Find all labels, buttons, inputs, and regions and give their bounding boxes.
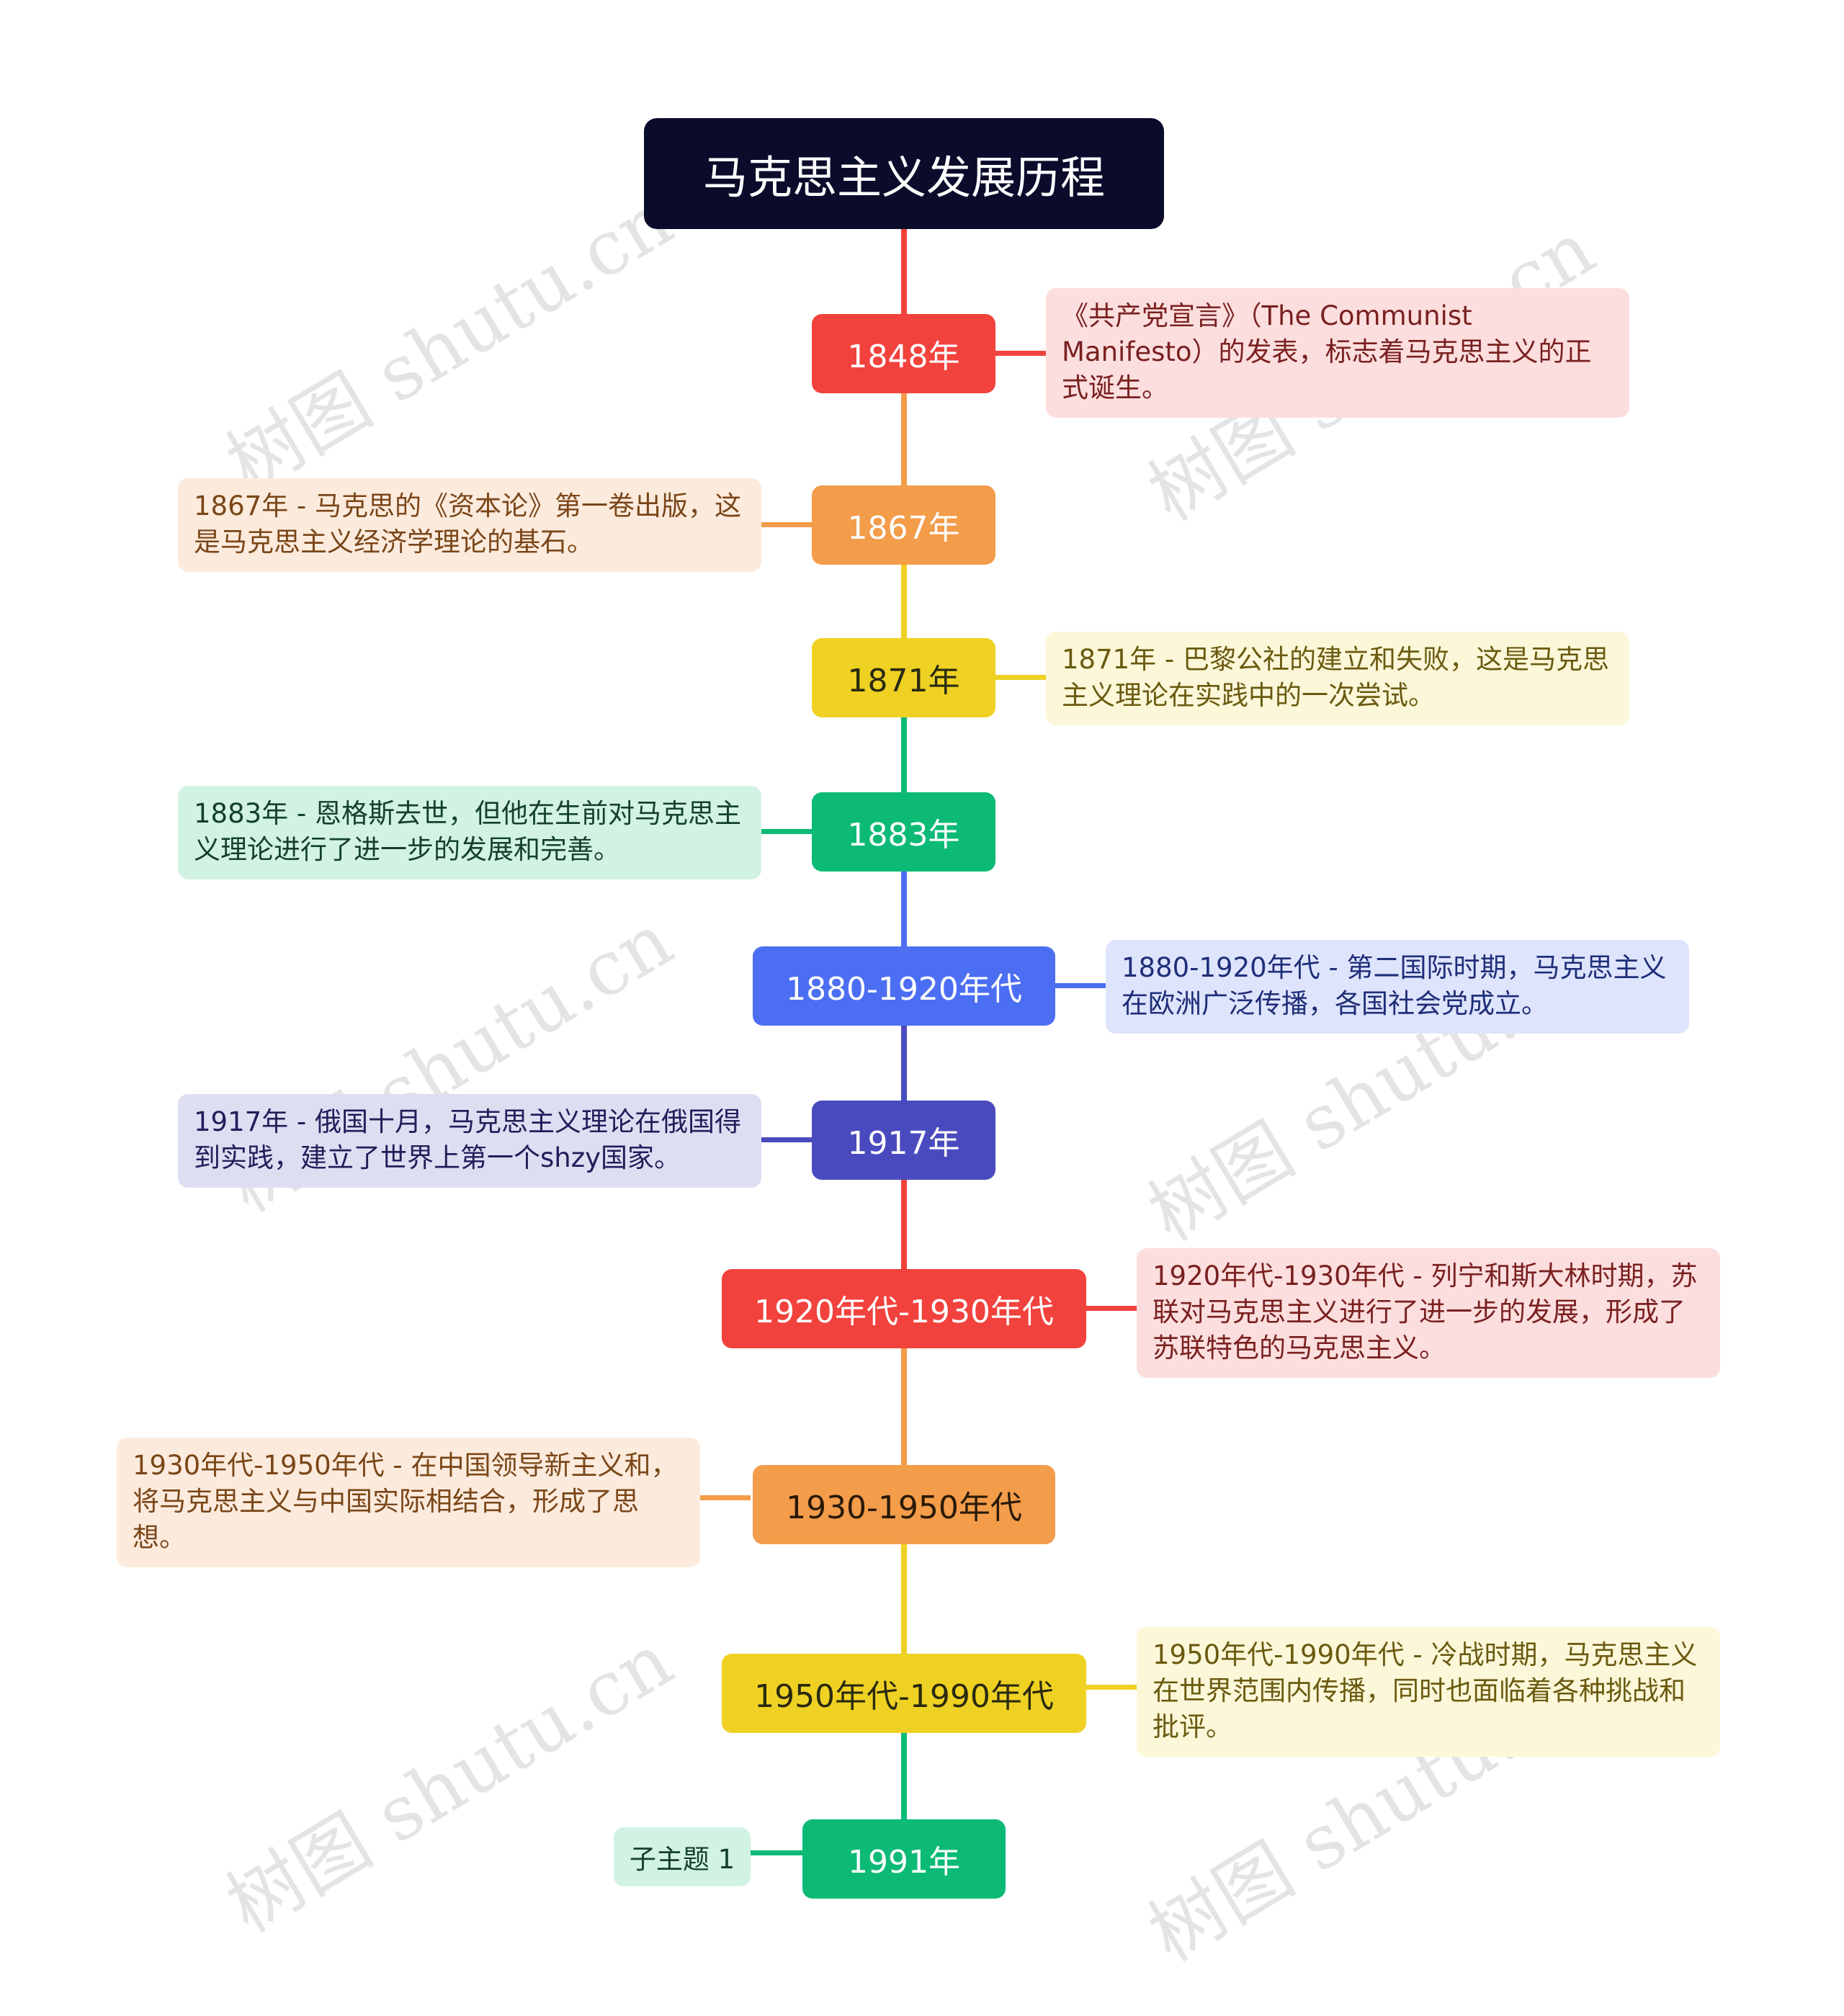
branch-connector [1055, 983, 1106, 988]
branch-connector [1086, 1306, 1137, 1311]
watermark: 树图 shutu.cn [212, 1616, 687, 1950]
subtopic-box[interactable]: 子主题 1 [614, 1827, 751, 1886]
branch-connector [994, 351, 1046, 356]
timeline-node-1883[interactable]: 1883年 [812, 792, 995, 872]
event-description[interactable]: 1880-1920年代 - 第二国际时期，马克思主义在欧洲广泛传播，各国社会党成… [1106, 940, 1689, 1034]
timeline-node-1880-1920[interactable]: 1880-1920年代 [753, 946, 1055, 1026]
timeline-node-1991[interactable]: 1991年 [802, 1819, 1006, 1899]
event-description[interactable]: 1917年 - 俄国十月，马克思主义理论在俄国得到实践，建立了世界上第一个shz… [178, 1094, 761, 1188]
spine-segment [901, 1026, 907, 1101]
spine-segment [901, 717, 907, 792]
watermark: 树图 shutu.cn [212, 175, 687, 509]
branch-connector [751, 1850, 802, 1855]
timeline-node-1930-1950[interactable]: 1930-1950年代 [753, 1465, 1055, 1544]
event-description[interactable]: 1920年代-1930年代 - 列宁和斯大林时期，苏联对马克思主义进行了进一步的… [1137, 1248, 1720, 1378]
branch-connector [994, 675, 1046, 680]
event-description[interactable]: 1883年 - 恩格斯去世，但他在生前对马克思主义理论进行了进一步的发展和完善。 [178, 786, 761, 879]
timeline-node-1950s-1990s[interactable]: 1950年代-1990年代 [722, 1654, 1086, 1733]
timeline-node-1867[interactable]: 1867年 [812, 485, 995, 565]
spine-segment [901, 565, 907, 638]
branch-connector [700, 1495, 751, 1500]
spine-segment [901, 1733, 907, 1819]
timeline-node-1917[interactable]: 1917年 [812, 1101, 995, 1180]
timeline-node-1920s-1930s[interactable]: 1920年代-1930年代 [722, 1269, 1086, 1348]
branch-connector [761, 1137, 812, 1142]
spine-segment [901, 1180, 907, 1269]
event-description[interactable]: 1950年代-1990年代 - 冷战时期，马克思主义在世界范围内传播，同时也面临… [1137, 1627, 1720, 1757]
event-description[interactable]: 《共产党宣言》（The Communist Manifesto）的发表，标志着马… [1046, 288, 1629, 418]
timeline-node-1871[interactable]: 1871年 [812, 638, 995, 717]
root-title[interactable]: 马克思主义发展历程 [644, 118, 1164, 229]
spine-segment [901, 1544, 907, 1654]
timeline-node-1848[interactable]: 1848年 [812, 314, 995, 393]
event-description[interactable]: 1930年代-1950年代 - 在中国领导新主义和，将马克思主义与中国实际相结合… [117, 1438, 700, 1567]
spine-segment [901, 872, 907, 946]
event-description[interactable]: 1867年 - 马克思的《资本论》第一卷出版，这是马克思主义经济学理论的基石。 [178, 478, 761, 572]
spine-segment [901, 1348, 907, 1465]
spine-segment [901, 229, 907, 314]
event-description[interactable]: 1871年 - 巴黎公社的建立和失败，这是马克思主义理论在实践中的一次尝试。 [1046, 632, 1629, 725]
branch-connector [761, 522, 812, 527]
branch-connector [1086, 1685, 1137, 1690]
branch-connector [761, 829, 812, 834]
spine-segment [901, 393, 907, 485]
